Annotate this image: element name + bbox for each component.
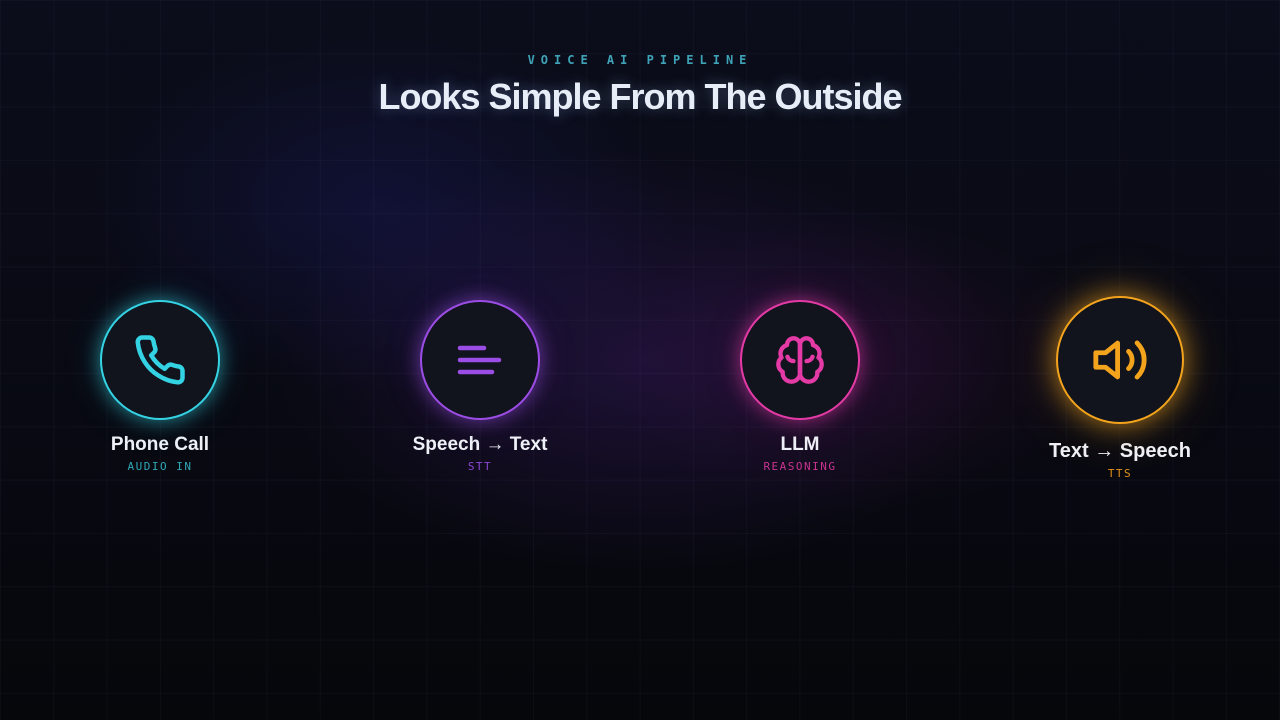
- speaker-icon: [1093, 340, 1147, 380]
- pipeline-step-sublabel: AUDIO IN: [127, 460, 193, 473]
- pipeline-step-speech-to-text: Speech → Text STT: [370, 300, 590, 473]
- text-lines-icon: [457, 345, 502, 375]
- pipeline-step-label: LLM: [780, 434, 820, 455]
- phone-icon-circle: [100, 300, 220, 420]
- pipeline-step-sublabel: TTS: [1107, 467, 1133, 480]
- speaker-icon-circle: [1056, 296, 1184, 424]
- text-lines-icon-circle: [420, 300, 540, 420]
- pipeline-step-sublabel: STT: [467, 460, 493, 473]
- slide-title: Looks Simple From The Outside: [378, 76, 902, 117]
- pipeline-step-llm: LLM REASONING: [690, 300, 910, 473]
- pipeline-step-text-to-speech: Text → Speech TTS: [1010, 296, 1230, 480]
- pipeline-step-sublabel: REASONING: [763, 460, 837, 473]
- eyebrow-label: VOICE AI PIPELINE: [527, 53, 753, 67]
- pipeline-step-phone-call: Phone Call AUDIO IN: [50, 300, 270, 473]
- pipeline-step-label: Text → Speech: [1049, 440, 1191, 462]
- brain-icon-circle: [740, 300, 860, 420]
- phone-icon: [135, 335, 185, 385]
- brain-icon: [776, 336, 824, 384]
- pipeline-step-label: Phone Call: [110, 434, 210, 455]
- pipeline-step-label: Speech → Text: [412, 434, 548, 455]
